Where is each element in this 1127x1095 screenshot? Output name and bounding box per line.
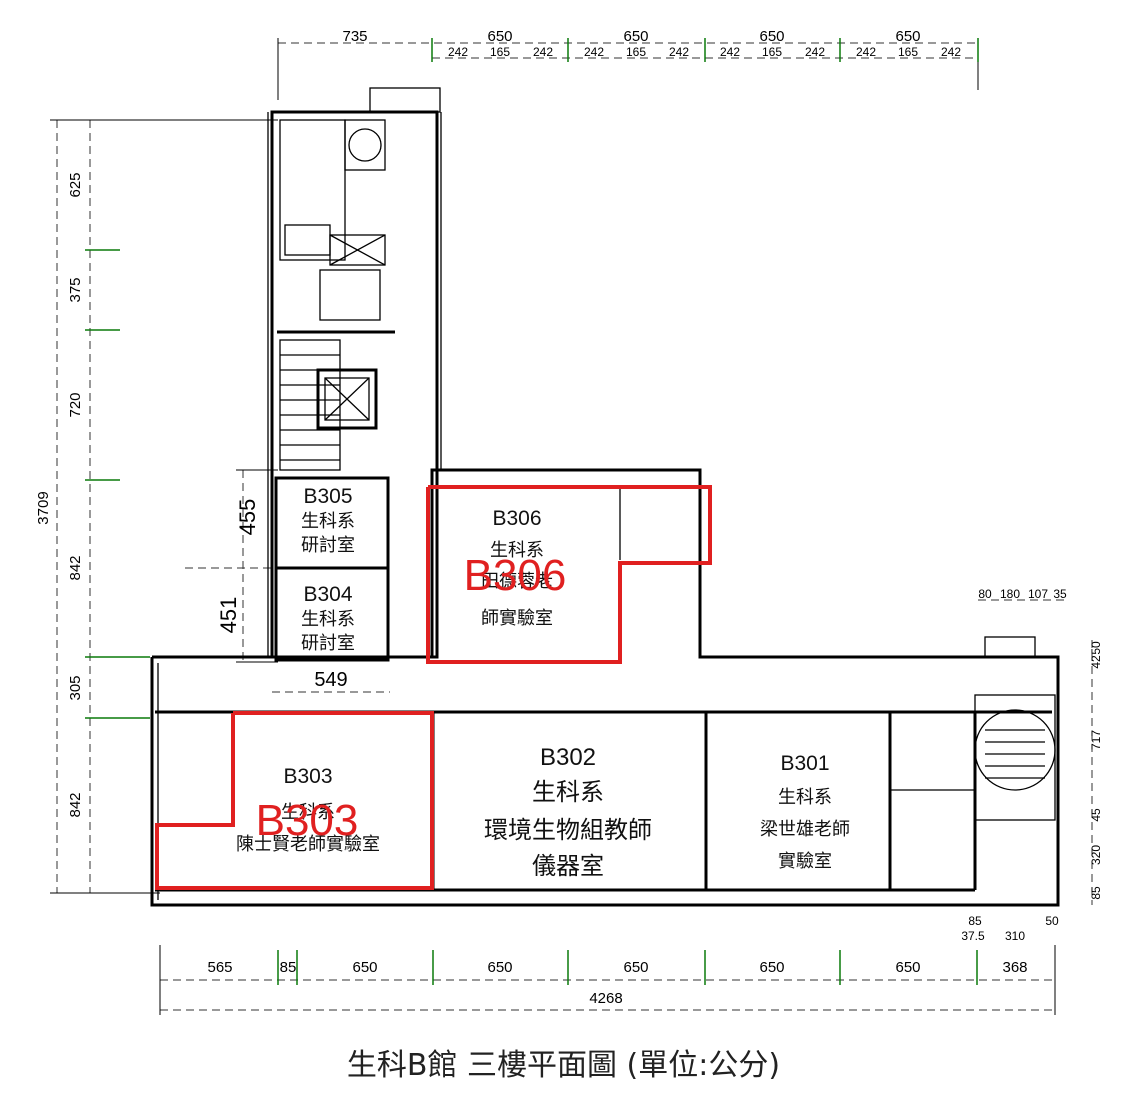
right-dim: 50 — [1089, 641, 1103, 655]
top-sub-dim: 165 — [898, 45, 918, 59]
stair-bottom-dim: 50 — [1045, 914, 1059, 928]
room-b304[interactable]: B304 生科系 研討室 — [301, 583, 355, 654]
room-b305-dept: 生科系 — [301, 511, 355, 532]
dim-455: 455 — [235, 499, 260, 536]
left-dim-842-a: 842 — [67, 555, 84, 580]
room-b306-id: B306 — [492, 507, 541, 530]
right-dimension-line: 80 180 107 35 50 42 717 45 320 85 85 37.… — [961, 587, 1103, 943]
room-b302[interactable]: B302 生科系 環境生物組教師 儀器室 — [484, 744, 652, 880]
right-dim: 85 — [1089, 886, 1103, 900]
ne-stair-treads — [985, 729, 1045, 779]
top-dim-650-c: 650 — [759, 28, 784, 45]
room-b301-id: B301 — [780, 752, 829, 775]
right-top-dim: 80 — [978, 587, 992, 601]
stair-bottom-dim: 85 — [968, 914, 982, 928]
bottom-dim-650: 650 — [487, 959, 512, 976]
left-dim-total: 3709 — [35, 491, 52, 524]
room-b305-id: B305 — [303, 485, 352, 508]
top-dim-650-b: 650 — [623, 28, 648, 45]
room-b304-id: B304 — [303, 583, 352, 606]
top-sub-dim: 242 — [805, 45, 825, 59]
room-b305-use: 研討室 — [301, 535, 355, 556]
b306-highlight-outline — [426, 485, 712, 664]
top-sub-dim: 242 — [669, 45, 689, 59]
right-dim: 717 — [1089, 730, 1103, 750]
left-dimension-line: 625 375 720 842 305 842 3709 — [35, 119, 278, 894]
room-b301[interactable]: B301 生科系 梁世雄老師 實驗室 — [760, 752, 850, 872]
top-sub-dim: 165 — [626, 45, 646, 59]
dim-549: 549 — [314, 669, 347, 691]
top-dim-735: 735 — [342, 28, 367, 45]
stair-bottom-dim: 37.5 — [961, 929, 985, 943]
elevator — [316, 368, 378, 430]
bottom-dim-650: 650 — [623, 959, 648, 976]
right-top-dim: 35 — [1053, 587, 1067, 601]
right-dim: 45 — [1089, 808, 1103, 822]
room-b301-dept: 生科系 — [778, 787, 832, 808]
room-b306[interactable]: B306 生科系 田德蓉老 師實驗室 — [481, 507, 553, 629]
room-b303-use: 陳士賢老師實驗室 — [236, 834, 380, 855]
top-sub-dim: 242 — [584, 45, 604, 59]
bottom-dim-85: 85 — [280, 959, 297, 976]
top-dim-650-a: 650 — [487, 28, 512, 45]
left-dim-720: 720 — [67, 392, 84, 417]
room-b306-owner: 田德蓉老 — [481, 571, 553, 592]
bottom-dim-650: 650 — [352, 959, 377, 976]
top-sub-dim: 165 — [762, 45, 782, 59]
stair-treads — [280, 354, 340, 461]
left-dim-375: 375 — [67, 277, 84, 302]
b306-highlight-label: B306 — [464, 551, 567, 600]
bottom-dim-650: 650 — [895, 959, 920, 976]
room-b304-use: 研討室 — [301, 633, 355, 654]
room-b306-use: 師實驗室 — [481, 608, 553, 629]
b303-highlight-label: B303 — [256, 796, 359, 845]
bottom-dim-total: 4268 — [589, 990, 622, 1007]
top-sub-dim: 165 — [490, 45, 510, 59]
stair-bottom-dim: 310 — [1005, 929, 1025, 943]
room-b303-dept: 生科系 — [281, 802, 335, 823]
bottom-dim-650: 650 — [759, 959, 784, 976]
room-b303-id: B303 — [283, 765, 332, 788]
room-b304-dept: 生科系 — [301, 609, 355, 630]
room-b306-dept: 生科系 — [490, 540, 544, 561]
left-dim-625: 625 — [67, 172, 84, 197]
room-b305[interactable]: B305 生科系 研討室 — [301, 485, 355, 556]
plan-caption: 生科B館 三樓平面圖 (單位:公分) — [346, 1048, 781, 1083]
right-top-dim: 107 — [1028, 587, 1048, 601]
building-walls — [150, 87, 1060, 907]
right-dim: 320 — [1089, 845, 1103, 865]
b303-highlight-outline — [155, 711, 434, 890]
bottom-dim-368: 368 — [1002, 959, 1027, 976]
top-dim-650-d: 650 — [895, 28, 920, 45]
room-b302-use: 儀器室 — [532, 852, 604, 880]
room-b301-use: 實驗室 — [778, 851, 832, 872]
room-b302-owner: 環境生物組教師 — [484, 816, 652, 844]
room-b302-dept: 生科系 — [532, 778, 604, 806]
top-sub-dim: 242 — [448, 45, 468, 59]
right-top-dim: 180 — [1000, 587, 1020, 601]
top-sub-dim: 242 — [720, 45, 740, 59]
top-sub-dim: 242 — [941, 45, 961, 59]
bottom-dimension-line: 565 85 650 650 650 650 650 368 4268 — [159, 945, 1056, 1015]
mid-left-dimensions: 455 451 549 — [185, 469, 390, 693]
bottom-dim-565: 565 — [207, 959, 232, 976]
left-dim-842-b: 842 — [67, 792, 84, 817]
top-sub-dim: 242 — [856, 45, 876, 59]
right-dim: 42 — [1089, 655, 1103, 669]
room-b303[interactable]: B303 生科系 陳士賢老師實驗室 — [236, 765, 380, 855]
dim-451: 451 — [216, 597, 241, 634]
room-b301-owner: 梁世雄老師 — [760, 819, 850, 840]
top-sub-dim: 242 — [533, 45, 553, 59]
top-dimension-line: 735 650 650 650 650 242 165 242 242 165 … — [277, 28, 979, 100]
room-b302-id: B302 — [540, 744, 596, 771]
left-dim-305: 305 — [67, 675, 84, 700]
